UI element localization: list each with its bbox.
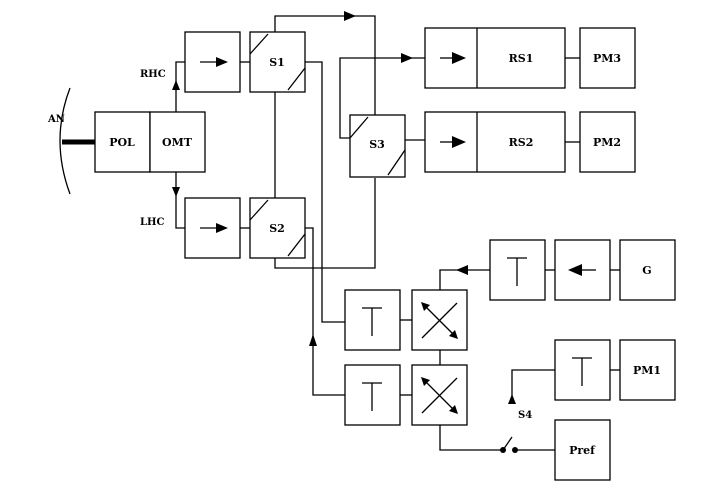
switch-s1: S1 (250, 32, 305, 92)
power-meter-pm3: PM3 (580, 28, 635, 88)
route-s2-t-lower-arrow-icon (309, 334, 317, 346)
switch-s4-label: S4 (518, 410, 532, 421)
tee-lower (345, 365, 400, 425)
antenna-label: AN (47, 114, 65, 125)
receiver-rs2: RS2 (425, 112, 565, 172)
switch-s4-arrow-icon (508, 394, 516, 404)
lhc-branch: LHC (140, 172, 185, 228)
switch-s3: S3 (350, 115, 405, 177)
route-generator-arrow-icon (456, 265, 468, 275)
switch-s1-label: S1 (269, 56, 285, 69)
route-s2-t-lower (313, 318, 345, 395)
receiver-rs1-label: RS1 (509, 52, 534, 65)
coupler-upper (412, 290, 467, 350)
route-coupler-s4 (440, 425, 503, 450)
generator-label: G (642, 264, 651, 277)
switch-s3-label: S3 (369, 138, 385, 151)
power-meter-pm1: PM1 (620, 340, 675, 400)
power-meter-pm1-label: PM1 (633, 364, 661, 377)
isolator-rhc (185, 32, 240, 92)
isolator-lhc (185, 198, 240, 258)
antenna: AN (47, 88, 95, 194)
route-s3-rs1-arrow-icon (401, 53, 413, 63)
polarizer-label: POL (109, 136, 135, 149)
isolator-generator (555, 240, 610, 300)
rhc-branch: RHC (140, 62, 185, 112)
power-meter-pm3-label: PM3 (593, 52, 621, 65)
coupler-lower (412, 365, 467, 425)
lhc-arrow-icon (172, 187, 180, 197)
power-meter-pm2: PM2 (580, 112, 635, 172)
switch-s2-label: S2 (269, 222, 285, 235)
lhc-label: LHC (140, 217, 164, 228)
tee-upper (345, 290, 400, 350)
switch-s4: S4 (500, 370, 555, 453)
generator-block: G (620, 240, 675, 300)
route-s1-s3-arrow-icon (344, 11, 356, 21)
omt-block: OMT (150, 112, 205, 172)
polarizer-block: POL (95, 112, 150, 172)
tee-pm1 (555, 340, 610, 400)
route-s2-right (305, 228, 313, 318)
rhc-arrow-icon (172, 80, 180, 90)
route-s4-pm1 (512, 370, 555, 402)
route-s1-t-upper (305, 62, 345, 322)
receiver-rs1: RS1 (425, 28, 565, 88)
tee-generator (490, 240, 545, 300)
reference-label: Pref (569, 444, 596, 457)
power-meter-pm2-label: PM2 (593, 136, 621, 149)
rhc-label: RHC (140, 69, 166, 80)
reference-block: Pref (555, 420, 610, 480)
omt-label: OMT (162, 136, 193, 149)
receiver-rs2-label: RS2 (509, 136, 534, 149)
switch-s2: S2 (250, 198, 305, 258)
